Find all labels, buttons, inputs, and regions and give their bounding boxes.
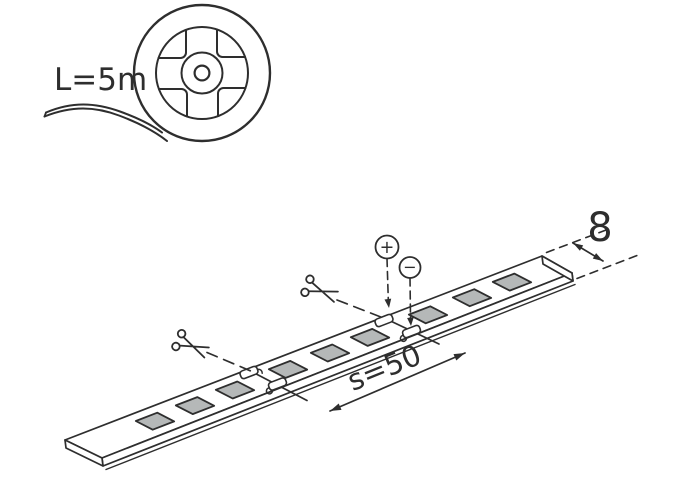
led-chip — [407, 305, 449, 325]
led-strip — [64, 255, 576, 471]
reel-rim — [132, 3, 272, 143]
led-chip — [267, 359, 309, 379]
polarity-plus-icon: + — [374, 234, 400, 308]
led-chip — [134, 411, 176, 431]
strip-left-end — [64, 439, 104, 467]
led-chips — [134, 272, 533, 431]
reel-length-label: L=5m — [54, 62, 147, 98]
led-chip — [174, 396, 216, 416]
led-chip — [214, 380, 256, 400]
polarity-minus-icon: − — [398, 256, 422, 326]
reel-icon: L=5m — [43, 3, 272, 143]
reel-spoke — [157, 28, 187, 59]
tape-tail — [43, 103, 168, 142]
strip-width-label: 8 — [587, 205, 612, 251]
strip-right-end — [541, 255, 574, 282]
reel-spoke — [217, 87, 247, 118]
scissors-icon — [299, 273, 341, 308]
reel-spoke — [216, 28, 247, 58]
plus-sign: + — [380, 238, 395, 258]
reel-axle-hole — [193, 64, 211, 82]
cut-leader-1 — [206, 351, 253, 373]
reel-wheel — [155, 26, 249, 120]
reel-spoke — [157, 88, 188, 118]
scissors-icon — [169, 327, 212, 364]
cut-leader-2 — [336, 299, 387, 320]
strip-backing-line — [105, 283, 576, 471]
solder-pad-minus — [399, 324, 422, 343]
reel-hub — [180, 51, 224, 95]
led-chip — [491, 272, 533, 292]
led-chip — [349, 327, 391, 347]
dimension-strip-width: 8 — [545, 205, 642, 280]
strip-side-face — [101, 272, 574, 467]
solder-pad-plus — [374, 313, 394, 328]
minus-sign: − — [403, 258, 416, 277]
solder-pad-cut1-right — [265, 377, 288, 395]
led-chip — [451, 288, 493, 308]
led-chip — [309, 343, 351, 363]
